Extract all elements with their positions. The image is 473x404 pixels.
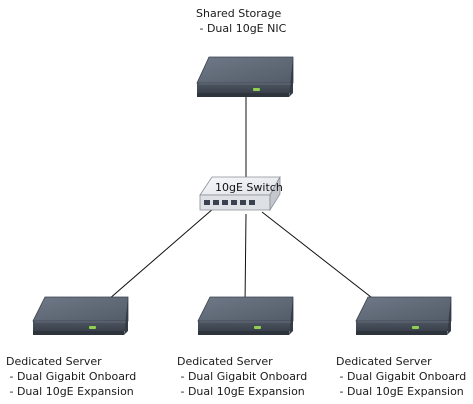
link-switch-server-1 [100, 207, 215, 307]
link-switch-server-3 [261, 211, 386, 309]
link-switch-server-2 [244, 213, 247, 306]
server-detail: - Dual Gigabit Onboard [177, 370, 308, 383]
server-label-2: Dedicated Server - Dual Gigabit Onboard … [177, 354, 307, 399]
server-detail: - Dual Gigabit Onboard [336, 370, 467, 383]
switch-label: 10gE Switch [215, 181, 283, 194]
rack-server-icon [355, 296, 452, 335]
server-detail: - Dual 10gE Expansion [177, 385, 305, 398]
storage-led [253, 88, 260, 91]
server-label-3: Dedicated Server - Dual Gigabit Onboard … [336, 354, 466, 399]
server-title: Dedicated Server [6, 355, 102, 368]
switch-ports [204, 200, 255, 205]
server-led [254, 326, 261, 329]
server-detail: - Dual 10gE Expansion [336, 385, 464, 398]
storage-title: Shared Storage [196, 7, 282, 20]
storage-label: Shared Storage - Dual 10gE NIC [196, 6, 286, 36]
rack-server-icon [32, 296, 129, 335]
server-detail: - Dual 10gE Expansion [6, 385, 134, 398]
server-label-1: Dedicated Server - Dual Gigabit Onboard … [6, 354, 136, 399]
links [100, 97, 386, 309]
server-detail: - Dual Gigabit Onboard [6, 370, 137, 383]
server-title: Dedicated Server [336, 355, 432, 368]
server-led [89, 326, 96, 329]
server-title: Dedicated Server [177, 355, 273, 368]
server-led [412, 326, 419, 329]
storage-appliance-icon [196, 56, 294, 97]
storage-detail: - Dual 10gE NIC [196, 22, 287, 35]
network-switch-icon: 10gE Switch [199, 175, 283, 212]
rack-server-icon [197, 296, 294, 335]
